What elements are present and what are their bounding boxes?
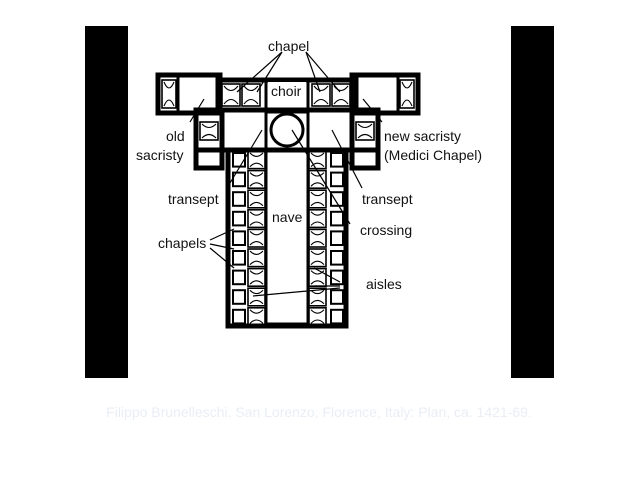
left-aisle-bay-vault — [249, 191, 264, 207]
right-aisle-bay-vault — [310, 250, 325, 265]
label-old-sacristy-line2: sacristy — [136, 147, 183, 163]
left-side-chapel — [232, 152, 246, 168]
right-aisle-bay — [308, 287, 327, 307]
label-choir: choir — [271, 83, 302, 99]
right-aisle-bay-vault — [310, 270, 325, 285]
right-aisle-bay — [308, 228, 327, 248]
label-aisles: aisles — [366, 276, 402, 292]
slide-caption: Filippo Brunelleschi. San Lorenzo, Flore… — [106, 404, 532, 420]
nave-body — [225, 147, 349, 329]
right-side-chapel — [330, 152, 344, 168]
right-aisle-bay — [308, 189, 327, 209]
right-side-chapel — [330, 210, 344, 227]
top-chapel-vault — [333, 85, 349, 105]
left-side-chapel — [232, 191, 246, 207]
left-end-bay — [161, 79, 177, 109]
left-side-chapel — [232, 269, 246, 286]
top-chapel-vault — [223, 85, 239, 105]
right-side-chapel — [330, 171, 344, 188]
right-side-chapel — [330, 250, 344, 266]
left-side-chapel — [232, 171, 246, 188]
right-aisle-bay — [308, 150, 327, 170]
transept-divisions — [176, 75, 400, 150]
label-nave: nave — [272, 209, 303, 225]
left-aisle-bay-vault — [249, 289, 264, 305]
left-aisle-bay-vault — [249, 211, 264, 226]
label-crossing: crossing — [360, 222, 412, 238]
plan-walls — [155, 72, 421, 329]
right-transept-bay — [355, 121, 375, 141]
choir-box — [264, 78, 310, 114]
right-aisle-bay-vault — [310, 152, 325, 167]
right-black-bar — [511, 26, 554, 378]
label-chapels: chapels — [158, 235, 206, 251]
label-transept-right: transept — [362, 191, 413, 207]
right-side-chapel — [330, 308, 344, 325]
left-aisle-bay — [247, 267, 266, 288]
label-chapel: chapel — [268, 38, 309, 54]
left-aisle-bay — [247, 150, 266, 170]
right-aisle-bay — [308, 248, 327, 268]
left-aisle-bay — [247, 287, 266, 307]
bays-group — [161, 79, 415, 327]
right-side-chapel — [330, 269, 344, 286]
right-side-chapel — [330, 191, 344, 207]
crossing-dome — [269, 112, 305, 148]
left-aisle-bay-vault — [249, 152, 264, 167]
label-old-sacristy-line1: old — [166, 128, 185, 144]
floor-plan-diagram: chapel choir old sacristy new sacristy (… — [136, 38, 482, 329]
right-end-bay-vault — [401, 81, 413, 107]
left-transept-bay — [199, 121, 219, 141]
leader-lines — [189, 51, 383, 297]
left-side-chapel — [232, 210, 246, 227]
left-side-chapel — [232, 230, 246, 246]
left-side-chapel — [232, 250, 246, 266]
left-black-bar — [85, 26, 128, 378]
left-aisle-bay-vault — [249, 270, 264, 285]
right-side-chapel — [330, 289, 344, 305]
right-aisle-bay-vault — [310, 289, 325, 305]
labels: chapel choir old sacristy new sacristy (… — [136, 38, 482, 292]
label-transept-left: transept — [168, 191, 219, 207]
left-aisle-bay-vault — [249, 231, 264, 246]
left-aisle-bay-vault — [249, 250, 264, 265]
top-chapel — [311, 83, 331, 107]
left-transept-bay-vault — [201, 123, 217, 139]
right-aisle-bay-vault — [310, 191, 325, 207]
left-aisle-bay-vault — [249, 172, 264, 187]
top-chapel — [331, 83, 351, 107]
label-new-sacristy-line1: new sacristy — [384, 128, 461, 144]
left-aisle-bay — [247, 248, 266, 268]
right-side-chapel — [330, 230, 344, 246]
right-transept-bay-vault — [357, 123, 373, 139]
right-aisle-bay — [308, 209, 327, 229]
right-aisle-bay-vault — [310, 309, 325, 324]
right-aisle-bay — [308, 306, 327, 327]
top-chapel-vault — [313, 85, 329, 105]
left-aisle-bay — [247, 169, 266, 190]
right-end-bay — [399, 79, 415, 109]
left-end-bay-vault — [163, 81, 175, 107]
left-aisle-bay — [247, 228, 266, 248]
right-aisle-bay-vault — [310, 231, 325, 246]
right-aisle-bay-vault — [310, 211, 325, 226]
top-chapel — [221, 83, 241, 107]
top-chapel-vault — [243, 85, 259, 105]
label-new-sacristy-line2: (Medici Chapel) — [384, 147, 482, 163]
right-aisle-bay-vault — [310, 172, 325, 187]
left-aisle-bay — [247, 209, 266, 229]
left-side-chapel — [232, 289, 246, 305]
top-chapel — [241, 83, 261, 107]
left-aisle-bay — [247, 306, 266, 327]
right-end-block — [349, 72, 421, 116]
left-aisle-bay-vault — [249, 309, 264, 324]
left-aisle-bay — [247, 189, 266, 209]
left-side-chapel — [232, 308, 246, 325]
